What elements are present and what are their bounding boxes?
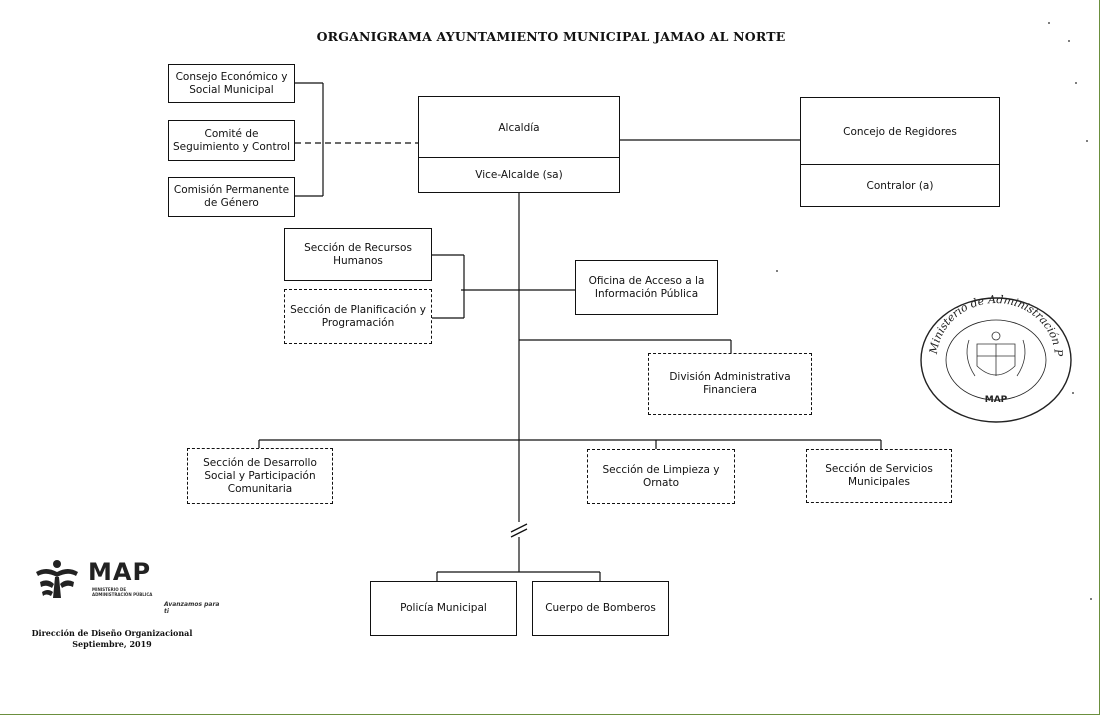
- footer-line-2: Septiembre, 2019: [72, 639, 152, 649]
- map-logo-slogan: Avanzamos para ti: [164, 601, 220, 615]
- limpieza-ornato-box: Sección de Limpieza y Ornato: [587, 449, 735, 504]
- recursos-humanos-label: Sección de Recursos Humanos: [304, 241, 412, 267]
- scan-speck: [1090, 598, 1092, 600]
- footer-credit: Dirección de Diseño Organizacional Septi…: [18, 628, 206, 650]
- alcaldia-label: Alcaldía: [498, 122, 540, 134]
- comite-seguimiento-label: Comité de Seguimiento y Control: [173, 127, 291, 153]
- map-seal: Ministerio de Administración Pública MAP: [913, 292, 1072, 423]
- policia-municipal-label: Policía Municipal: [400, 602, 487, 614]
- servicios-municipales-box: Sección de Servicios Municipales: [806, 449, 952, 503]
- map-logo-icon: [36, 560, 78, 598]
- scan-speck: [1072, 392, 1074, 394]
- recursos-humanos-box: Sección de Recursos Humanos: [284, 228, 432, 281]
- comite-seguimiento-box: Comité de Seguimiento y Control: [168, 120, 295, 161]
- alcaldia-box: Alcaldía Vice-Alcalde (sa): [418, 96, 620, 193]
- policia-municipal-box: Policía Municipal: [370, 581, 517, 636]
- page-title: ORGANIGRAMA AYUNTAMIENTO MUNICIPAL JAMAO…: [316, 29, 786, 44]
- map-logo-wordmark: MAP: [88, 558, 152, 586]
- consejo-economico-box: Consejo Económico y Social Municipal: [168, 64, 295, 103]
- map-logo-small-text: MINISTERIO DE ADMINISTRACIÓN PÚBLICA: [92, 587, 153, 597]
- limpieza-ornato-label: Sección de Limpieza y Ornato: [602, 463, 720, 489]
- comision-genero-label: Comisión Permanente de Género: [173, 184, 290, 209]
- scan-speck: [1086, 140, 1088, 142]
- cuerpo-bomberos-label: Cuerpo de Bomberos: [545, 602, 656, 614]
- scan-speck: [1048, 22, 1050, 24]
- scan-speck: [1068, 40, 1070, 42]
- contralor-label: Contralor (a): [801, 164, 999, 206]
- consejo-economico-label: Consejo Económico y Social Municipal: [175, 70, 288, 96]
- vice-alcalde-label: Vice-Alcalde (sa): [419, 157, 619, 192]
- map-logo: MAP MINISTERIO DE ADMINISTRACIÓN PÚBLICA…: [32, 556, 222, 616]
- footer-line-1: Dirección de Diseño Organizacional: [31, 628, 193, 638]
- division-administrativa-label: División Administrativa Financiera: [669, 371, 791, 396]
- concejo-regidores-box: Concejo de Regidores Contralor (a): [800, 97, 1000, 207]
- servicios-municipales-label: Sección de Servicios Municipales: [825, 463, 933, 488]
- oficina-acceso-box: Oficina de Acceso a la Información Públi…: [575, 260, 718, 315]
- concejo-regidores-label: Concejo de Regidores: [843, 126, 957, 138]
- desarrollo-social-box: Sección de Desarrollo Social y Participa…: [187, 448, 333, 504]
- comision-genero-box: Comisión Permanente de Género: [168, 177, 295, 217]
- scan-speck: [776, 270, 778, 272]
- planificacion-box: Sección de Planificación y Programación: [284, 289, 432, 344]
- seal-center-text: MAP: [985, 395, 1008, 405]
- scan-speck: [1075, 82, 1077, 84]
- planificacion-label: Sección de Planificación y Programación: [290, 303, 426, 329]
- desarrollo-social-label: Sección de Desarrollo Social y Participa…: [203, 456, 317, 495]
- division-administrativa-box: División Administrativa Financiera: [648, 353, 812, 415]
- cuerpo-bomberos-box: Cuerpo de Bomberos: [532, 581, 669, 636]
- oficina-acceso-label: Oficina de Acceso a la Información Públi…: [588, 274, 705, 300]
- seal-ring-text: Ministerio de Administración Pública: [913, 292, 1065, 358]
